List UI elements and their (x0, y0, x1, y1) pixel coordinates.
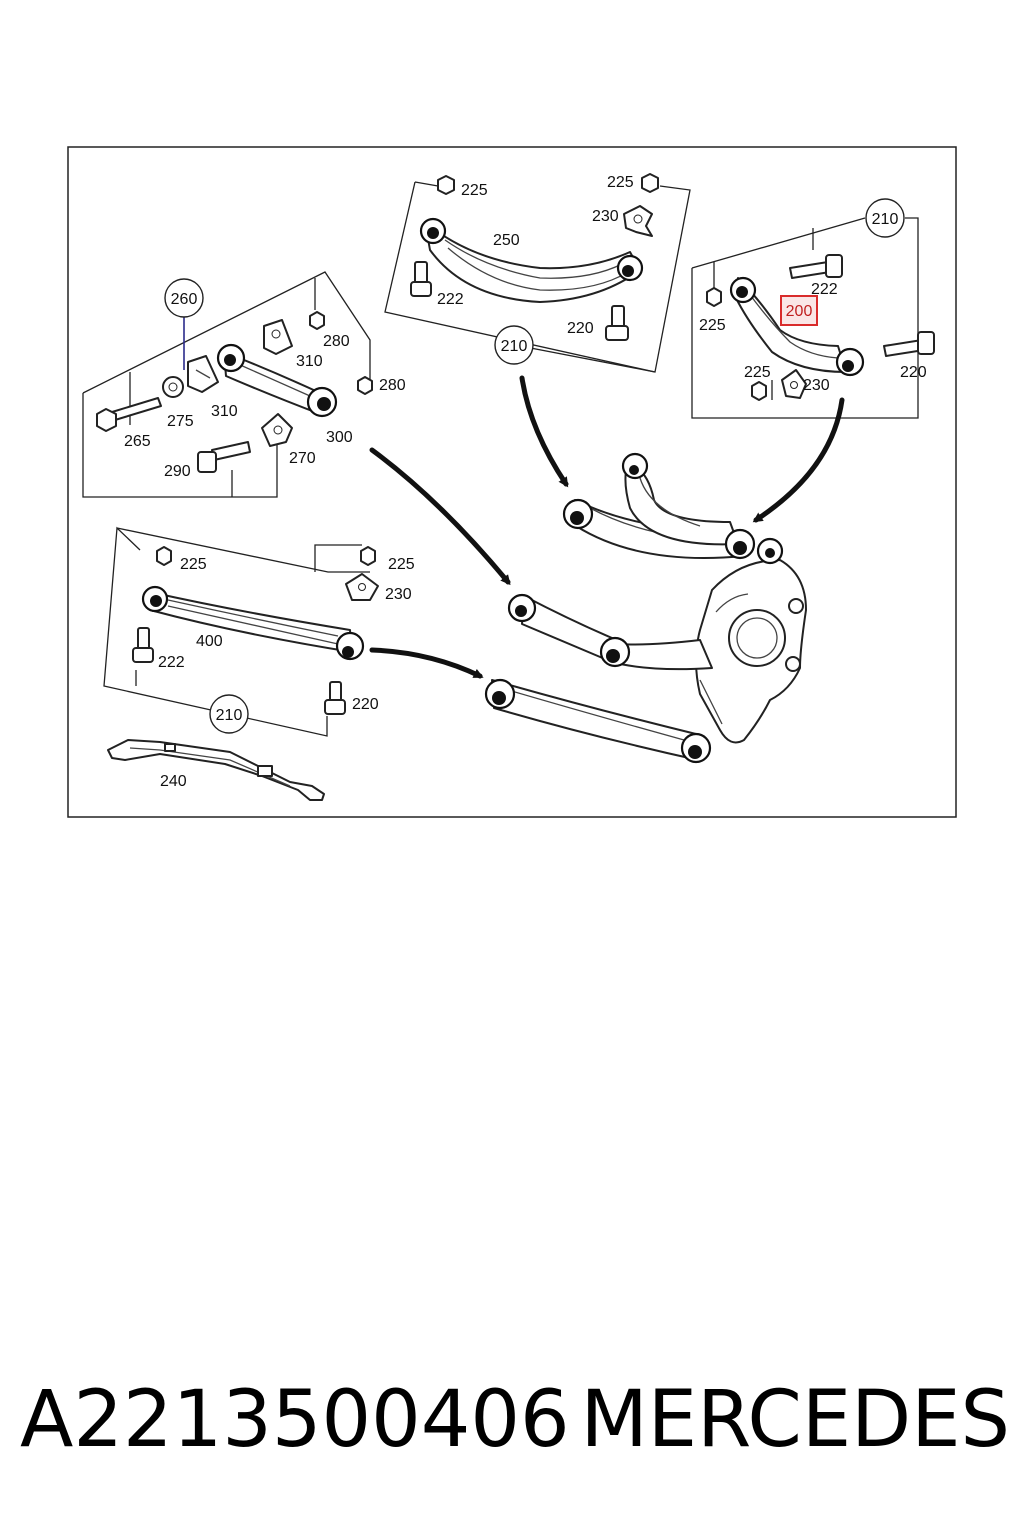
upper-control-arm-250[interactable] (424, 221, 641, 303)
label-225: 225 (461, 182, 488, 199)
bushing (335, 631, 365, 661)
label-220: 220 (352, 696, 379, 713)
bushing (680, 732, 712, 764)
label-225: 225 (607, 174, 634, 191)
bushing (835, 347, 865, 377)
svg-text:210: 210 (501, 338, 528, 355)
label-230: 230 (592, 208, 619, 225)
label-280: 280 (323, 333, 350, 350)
parts-diagram: 225 225 230 250 222 220 210 (67, 146, 957, 818)
callout-210[interactable]: 210 (494, 325, 534, 365)
diagram-frame (67, 146, 957, 818)
label-400: 400 (196, 633, 223, 650)
nut-225[interactable] (437, 175, 455, 195)
callout-260[interactable]: 260 (164, 278, 204, 318)
label-290: 290 (164, 463, 191, 480)
label-300: 300 (326, 429, 353, 446)
label-280: 280 (379, 377, 406, 394)
bolt-220[interactable] (324, 681, 346, 715)
eccentric-washer-230[interactable] (623, 205, 653, 237)
label-220: 220 (900, 364, 927, 381)
group-camber-arm-200: 210 222 200 225 220 225 230 (691, 198, 935, 419)
bracket-310[interactable] (263, 319, 293, 355)
part-number: A2213500406 (20, 1375, 570, 1465)
eccentric-washer-230[interactable] (781, 369, 807, 399)
bushing (419, 217, 447, 245)
label-310: 310 (296, 353, 323, 370)
nut-225[interactable] (641, 173, 659, 193)
svg-text:210: 210 (216, 707, 243, 724)
bolt-222[interactable] (132, 627, 154, 663)
bolt-265[interactable] (96, 397, 162, 432)
bolt-290[interactable] (197, 441, 251, 473)
group-upper-arm-250: 225 225 230 250 222 220 210 (384, 173, 691, 373)
svg-text:200: 200 (786, 303, 813, 320)
washer-275[interactable] (162, 376, 184, 398)
eccentric-washer-270[interactable] (261, 413, 293, 447)
highlight-part-200[interactable]: 200 (780, 295, 818, 326)
label-222: 222 (158, 654, 185, 671)
bolt-220[interactable] (605, 305, 629, 341)
suspension-assembly (484, 452, 807, 764)
label-310: 310 (211, 403, 238, 420)
footer-caption: A2213500406 MERCEDES (20, 1370, 1010, 1470)
label-222: 222 (811, 281, 838, 298)
bracket-310[interactable] (187, 355, 219, 393)
nut-225[interactable] (706, 287, 722, 307)
label-220: 220 (567, 320, 594, 337)
bushing (616, 254, 644, 282)
bushing (621, 452, 649, 480)
nut-280[interactable] (309, 311, 325, 330)
bolt-222[interactable] (410, 261, 432, 297)
bushing (724, 528, 756, 560)
callout-210[interactable]: 210 (865, 198, 905, 238)
bushing (306, 386, 338, 418)
label-230: 230 (385, 586, 412, 603)
bushing (484, 678, 516, 710)
track-rod-400[interactable] (149, 591, 353, 653)
underbody-cover-240[interactable] (107, 739, 325, 801)
bushing (562, 498, 594, 530)
label-225: 225 (744, 364, 771, 381)
label-265: 265 (124, 433, 151, 450)
label-275: 275 (167, 413, 194, 430)
brand-name: MERCEDES (580, 1375, 1011, 1465)
bolt-220[interactable] (883, 331, 935, 357)
label-225: 225 (699, 317, 726, 334)
group-track-rod-400: 225 225 230 400 222 220 210 (103, 526, 415, 737)
nut-280[interactable] (357, 376, 373, 395)
label-240: 240 (160, 773, 187, 790)
nut-225[interactable] (156, 546, 172, 566)
nut-225[interactable] (360, 546, 376, 566)
group-arm-300: 260 280 310 280 310 275 265 300 290 270 (82, 271, 406, 498)
label-222: 222 (437, 291, 464, 308)
bushing (756, 537, 784, 565)
label-230: 230 (803, 377, 830, 394)
bushing (141, 585, 169, 613)
assembly-arrows (369, 375, 845, 679)
nut-225[interactable] (751, 381, 767, 401)
label-270: 270 (289, 450, 316, 467)
label-225: 225 (388, 556, 415, 573)
label-225: 225 (180, 556, 207, 573)
svg-text:210: 210 (872, 211, 899, 228)
bushing (216, 343, 246, 373)
callout-210[interactable]: 210 (209, 694, 249, 734)
bolt-222[interactable] (789, 254, 843, 279)
label-250: 250 (493, 232, 520, 249)
eccentric-washer-230[interactable] (345, 573, 379, 601)
bushing (599, 636, 631, 668)
bushing (729, 276, 757, 304)
bushing (507, 593, 537, 623)
svg-text:260: 260 (171, 291, 198, 308)
